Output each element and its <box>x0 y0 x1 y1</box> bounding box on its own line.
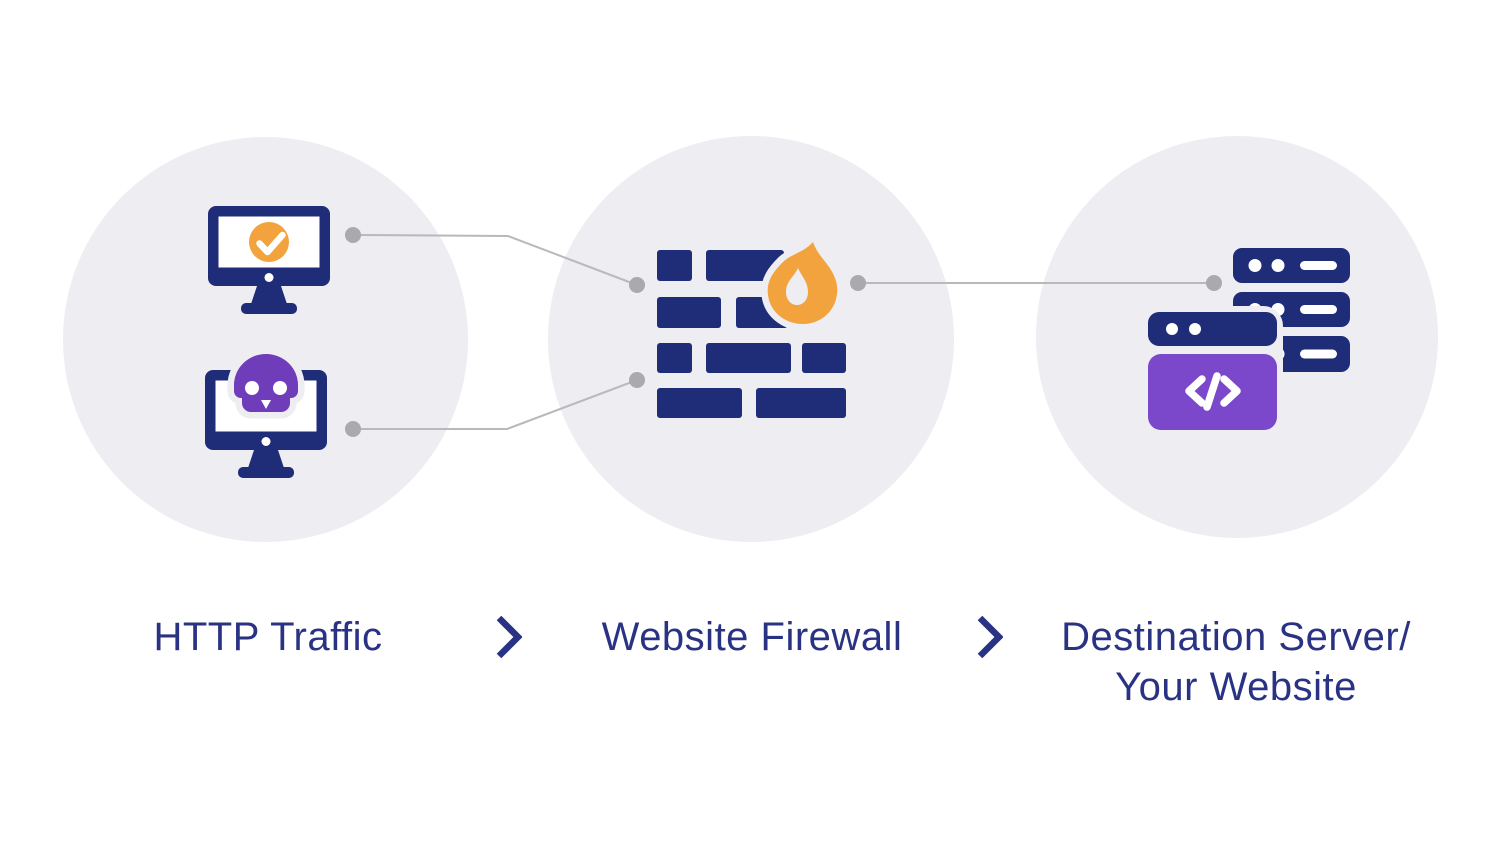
checkmark-badge-icon <box>249 222 289 262</box>
connector-dot <box>629 277 645 293</box>
connector-line-approved-to-firewall <box>352 234 638 286</box>
brick <box>756 388 846 418</box>
step-label-http-traffic: HTTP Traffic <box>153 615 383 659</box>
skull-shape <box>234 354 298 412</box>
monitor-stand-neck <box>248 450 284 468</box>
connector-dot <box>629 372 645 388</box>
flame-inner-notch <box>786 268 808 305</box>
brick <box>706 343 791 373</box>
code-chevron-left <box>1185 375 1206 407</box>
server-led <box>1271 259 1285 272</box>
monitor-with-skull-icon <box>205 352 327 478</box>
skull-icon <box>227 352 305 419</box>
connector-line-malicious-to-firewall <box>353 379 638 430</box>
checkmark-glyph <box>256 231 286 256</box>
step-label-line1: Destination Server/ <box>1061 615 1411 659</box>
firewall-brick-wall-icon <box>657 236 846 418</box>
destination-server-icon <box>1148 248 1350 432</box>
checkmark-circle <box>249 222 289 262</box>
connector-dot <box>345 227 361 243</box>
step-label-destination-server: Destination Server/ Your Website <box>1033 612 1439 712</box>
brick <box>657 388 742 418</box>
browser-dot <box>1166 323 1178 335</box>
step-label-line2: Your Website <box>1115 665 1357 709</box>
skull-nose <box>261 400 271 409</box>
code-chevron-right <box>1220 375 1241 407</box>
code-slash <box>1203 372 1221 411</box>
monitor-with-checkmark-icon <box>208 206 330 314</box>
connector-dot <box>850 275 866 291</box>
code-icon <box>1185 372 1241 411</box>
browser-code-window-icon <box>1148 306 1283 432</box>
monitor-camera-dot <box>261 437 271 446</box>
browser-dot <box>1189 323 1201 335</box>
connector-dot <box>345 421 361 437</box>
step-label-website-firewall: Website Firewall <box>601 615 903 659</box>
server-slot <box>1300 349 1337 359</box>
brick <box>657 297 721 328</box>
firewall-bricks <box>657 250 846 418</box>
step-circle-website-firewall <box>548 136 954 542</box>
monitor-camera-dot <box>264 273 274 282</box>
chevron-stroke <box>496 615 522 659</box>
server-led <box>1248 259 1262 272</box>
chevron-right-icon <box>977 615 1003 659</box>
brick <box>657 250 692 281</box>
chevron-right-icon <box>496 615 522 659</box>
server-slot <box>1300 261 1337 270</box>
skull-eye-left <box>245 381 259 395</box>
skull-eye-right <box>273 381 287 395</box>
monitor-stand-neck <box>251 286 287 304</box>
chevron-stroke <box>977 615 1003 659</box>
connector-dot <box>1206 275 1222 291</box>
browser-titlebar <box>1148 312 1277 346</box>
server-slot <box>1300 305 1337 314</box>
brick <box>706 250 784 281</box>
brick <box>802 343 846 373</box>
monitor-stand-base <box>241 303 297 314</box>
monitor-stand-base <box>238 467 294 478</box>
brick <box>657 343 692 373</box>
flame-icon <box>761 236 844 331</box>
server-unit <box>1233 248 1350 283</box>
